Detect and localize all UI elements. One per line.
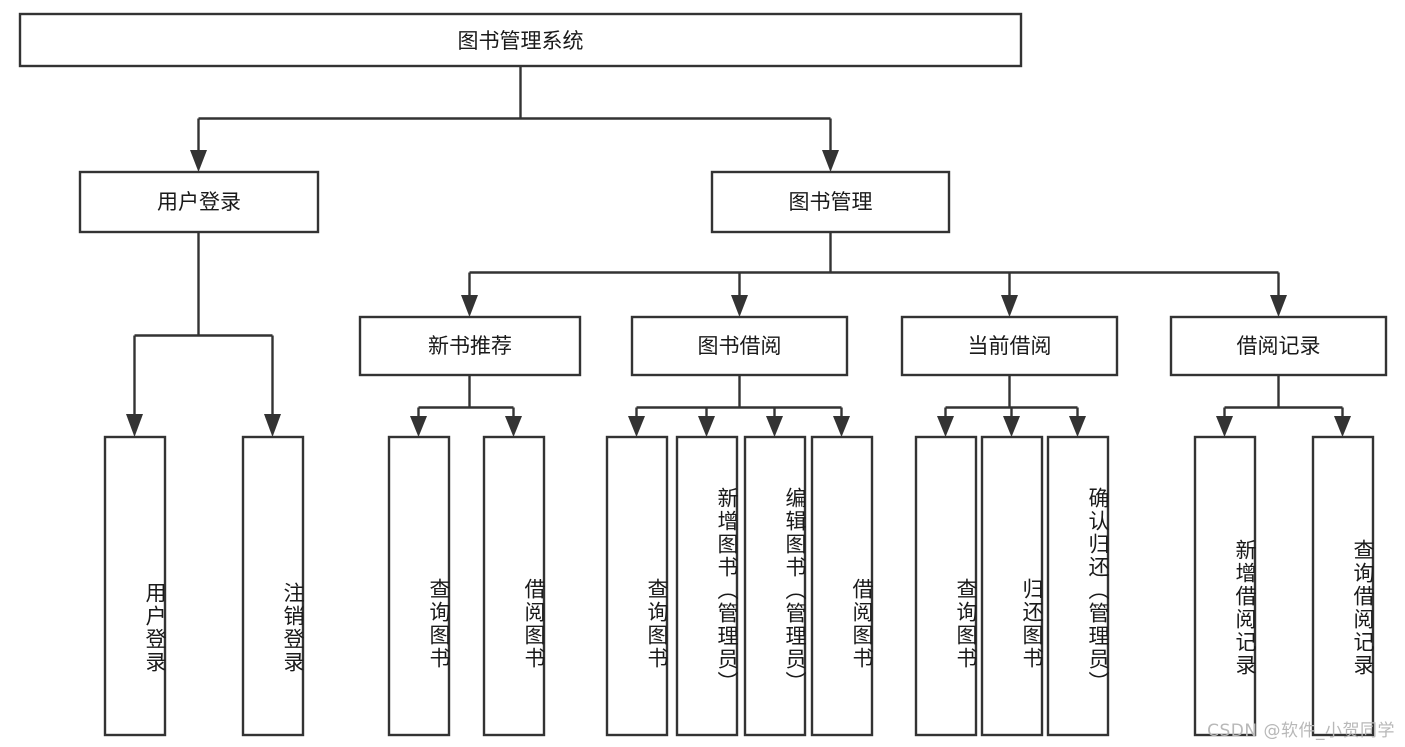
connector-group-new-book-recommend — [410, 375, 522, 437]
arrow-head-leaf-edit-book — [766, 416, 783, 437]
node-box-current-borrow[interactable] — [900, 315, 1119, 377]
node-label-new-book-recommend: 新书推荐 — [428, 334, 512, 358]
arrow-head-book-manage — [822, 150, 839, 172]
node-box-leaf-query-book-1[interactable] — [387, 435, 451, 737]
node-label-current-borrow: 当前借阅 — [968, 334, 1052, 358]
node-box-leaf-add-record[interactable] — [1193, 435, 1257, 737]
arrow-head-leaf-return-book — [1003, 416, 1020, 437]
node-box-leaf-confirm-return[interactable] — [1046, 435, 1110, 737]
node-label-borrow-record: 借阅记录 — [1237, 334, 1321, 358]
arrow-head-leaf-user-login — [126, 414, 143, 437]
node-box-leaf-borrow-book-2[interactable] — [810, 435, 874, 737]
node-label-book-manage: 图书管理 — [789, 190, 873, 214]
node-box-leaf-return-book[interactable] — [980, 435, 1044, 737]
arrow-head-current-borrow — [1001, 295, 1018, 317]
node-label-user-login: 用户登录 — [157, 190, 241, 214]
node-box-leaf-add-book[interactable] — [675, 435, 739, 737]
watermark-text: CSDN @软件_小贺同学 — [1207, 721, 1395, 741]
arrow-head-leaf-add-book — [698, 416, 715, 437]
node-box-leaf-edit-book[interactable] — [743, 435, 807, 737]
node-box-root[interactable] — [18, 12, 1023, 68]
node-box-borrow-record[interactable] — [1169, 315, 1388, 377]
node-label-book-borrow: 图书借阅 — [698, 334, 782, 358]
node-label-root: 图书管理系统 — [458, 29, 584, 53]
arrow-head-leaf-query-book-3 — [937, 416, 954, 437]
node-box-book-manage[interactable] — [710, 170, 951, 234]
connector-group-current-borrow — [937, 375, 1086, 437]
node-box-book-borrow[interactable] — [630, 315, 849, 377]
arrow-head-user-login — [190, 150, 207, 172]
arrow-head-leaf-borrow-book-1 — [505, 416, 522, 437]
arrow-head-borrow-record — [1270, 295, 1287, 317]
node-box-user-login[interactable] — [78, 170, 320, 234]
node-box-leaf-user-login[interactable] — [103, 435, 167, 737]
node-box-new-book-recommend[interactable] — [358, 315, 582, 377]
connector-group-borrow-record — [1216, 375, 1351, 437]
node-box-leaf-query-book-2[interactable] — [605, 435, 669, 737]
arrow-head-leaf-add-record — [1216, 416, 1233, 437]
node-box-leaf-query-record[interactable] — [1311, 435, 1375, 737]
connector-group-user-login — [126, 232, 281, 437]
arrow-head-leaf-query-book-1 — [410, 416, 427, 437]
node-box-leaf-user-logout[interactable] — [241, 435, 305, 737]
arrow-head-leaf-query-book-2 — [628, 416, 645, 437]
arrow-head-leaf-confirm-return — [1069, 416, 1086, 437]
connector-group-book-borrow — [628, 375, 850, 437]
connector-group-root — [190, 67, 839, 172]
arrow-head-leaf-query-record — [1334, 416, 1351, 437]
node-box-leaf-borrow-book-1[interactable] — [482, 435, 546, 737]
connector-group-book-manage — [461, 232, 1287, 317]
arrow-head-new-book-recommend — [461, 295, 478, 317]
arrow-head-book-borrow — [731, 295, 748, 317]
arrow-head-leaf-borrow-book-2 — [833, 416, 850, 437]
arrow-head-leaf-user-logout — [264, 414, 281, 437]
node-box-leaf-query-book-3[interactable] — [914, 435, 978, 737]
